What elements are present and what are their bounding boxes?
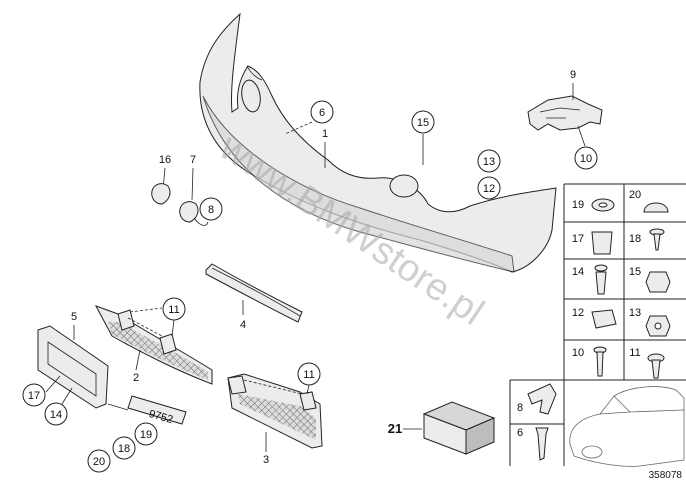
callout-15[interactable]: 15 <box>411 110 435 134</box>
clip-part-8 <box>527 383 557 415</box>
svg-text:11: 11 <box>168 304 179 316</box>
callout-11-left[interactable]: 11 <box>162 297 186 321</box>
cover-part-16 <box>151 183 171 205</box>
svg-text:12: 12 <box>572 307 584 319</box>
grid-part-nut-17 <box>591 231 613 255</box>
callout-18[interactable]: 18 <box>112 436 136 460</box>
svg-text:20: 20 <box>629 189 641 201</box>
svg-text:14: 14 <box>50 409 62 421</box>
svg-text:2: 2 <box>133 372 139 384</box>
parts-box-21 <box>422 401 496 455</box>
grid-part-nut-13 <box>645 315 671 337</box>
svg-text:8: 8 <box>517 402 523 414</box>
svg-text:6: 6 <box>319 107 325 119</box>
absorber-part-4 <box>205 263 303 323</box>
svg-text:9: 9 <box>570 69 576 81</box>
svg-text:6: 6 <box>517 427 523 439</box>
callout-17[interactable]: 17 <box>22 383 46 407</box>
callout-12[interactable]: 12 <box>477 176 501 200</box>
label-21: 21 <box>388 421 402 436</box>
svg-text:15: 15 <box>417 117 429 129</box>
svg-text:12: 12 <box>483 183 495 195</box>
svg-text:1: 1 <box>322 128 328 140</box>
plate-strip <box>127 395 187 425</box>
grid-part-cap-20 <box>643 202 669 213</box>
callout-14[interactable]: 14 <box>44 402 68 426</box>
grid-labels: 19 20 17 18 14 15 12 13 10 11 <box>572 189 641 359</box>
svg-text:13: 13 <box>483 156 495 168</box>
drawing-number: 358078 <box>649 470 683 481</box>
grid-part-washer-19 <box>591 198 615 212</box>
label-9: 9 <box>570 69 576 81</box>
callout-11-right[interactable]: 11 <box>297 362 321 386</box>
grid-part-nut-15 <box>645 271 671 293</box>
parts-grid <box>509 183 686 466</box>
svg-text:14: 14 <box>572 266 584 278</box>
callout-13[interactable]: 13 <box>477 149 501 173</box>
svg-text:3: 3 <box>263 454 269 466</box>
svg-text:5: 5 <box>71 311 77 323</box>
svg-text:17: 17 <box>28 390 40 402</box>
front-bumper-part <box>199 12 557 273</box>
grille-part-2 <box>94 305 213 385</box>
grid-part-clip-14 <box>594 264 608 295</box>
callout-8[interactable]: 8 <box>199 197 223 221</box>
label-1: 1 <box>322 128 328 140</box>
svg-text:19: 19 <box>572 199 584 211</box>
label-2: 2 <box>133 372 139 384</box>
svg-text:18: 18 <box>629 233 641 245</box>
label-6b: 6 <box>517 427 523 439</box>
label-7: 7 <box>190 154 196 166</box>
svg-text:17: 17 <box>572 233 584 245</box>
bracket-part-9 <box>527 95 603 131</box>
svg-text:20: 20 <box>93 456 105 468</box>
grid-part-clip-12 <box>591 309 617 329</box>
lower-grille-part-3 <box>227 373 323 449</box>
svg-text:11: 11 <box>303 369 314 381</box>
svg-text:4: 4 <box>240 319 246 331</box>
plate-holder-part-5 <box>37 325 109 409</box>
svg-text:10: 10 <box>572 347 584 359</box>
svg-text:16: 16 <box>159 154 171 166</box>
svg-text:15: 15 <box>629 266 641 278</box>
svg-text:19: 19 <box>140 429 152 441</box>
callout-10[interactable]: 10 <box>574 146 598 170</box>
callout-6[interactable]: 6 <box>310 100 334 124</box>
label-16: 16 <box>159 154 171 166</box>
label-3: 3 <box>263 454 269 466</box>
label-5: 5 <box>71 311 77 323</box>
grid-part-screw-18 <box>649 228 665 251</box>
grid-part-rivet-11 <box>647 353 665 379</box>
car-silhouette <box>569 386 685 467</box>
svg-text:11: 11 <box>629 347 640 359</box>
svg-text:7: 7 <box>190 154 196 166</box>
svg-text:10: 10 <box>580 153 592 165</box>
label-4: 4 <box>240 319 246 331</box>
svg-text:8: 8 <box>208 204 214 216</box>
grid-part-rivet-10 <box>593 346 607 377</box>
label-8b: 8 <box>517 402 523 414</box>
rivet-part-6 <box>535 427 549 461</box>
cover-part-7 <box>179 201 199 223</box>
callout-20[interactable]: 20 <box>87 449 111 473</box>
svg-text:13: 13 <box>629 307 641 319</box>
callout-19[interactable]: 19 <box>134 422 158 446</box>
svg-text:18: 18 <box>118 443 130 455</box>
